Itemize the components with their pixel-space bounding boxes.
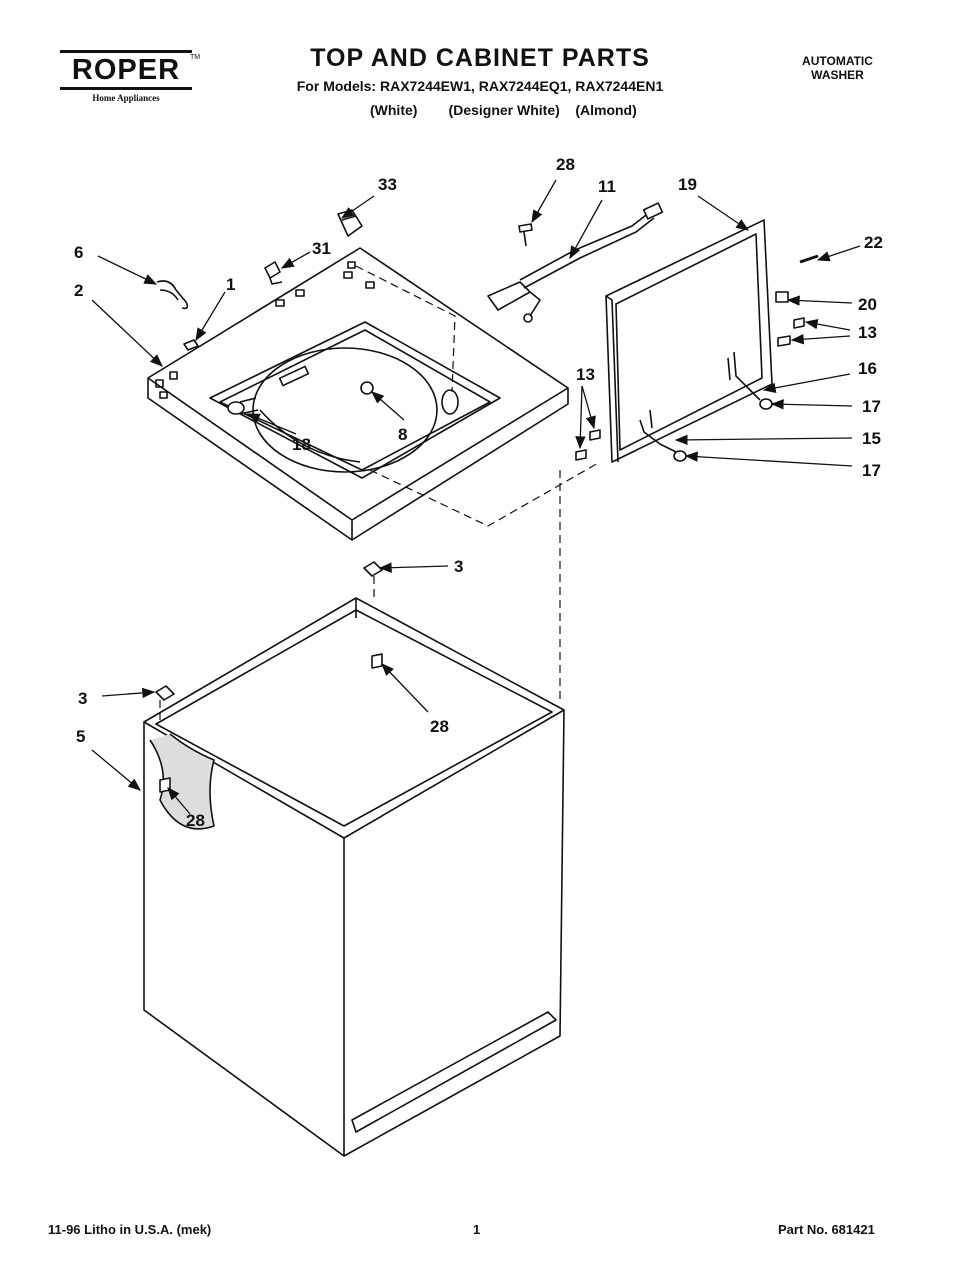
pin-part xyxy=(799,254,819,264)
footer-part-number: Part No. 681421 xyxy=(778,1222,875,1237)
model-colors: (White) (Designer White) (Almond) xyxy=(370,102,637,118)
callout-11: 11 xyxy=(598,177,616,196)
callout-13-right: 13 xyxy=(858,323,877,342)
callout-16: 16 xyxy=(858,359,877,378)
footer-page-number: 1 xyxy=(473,1222,481,1237)
callout-28-low: 28 xyxy=(186,811,205,830)
footer-litho: 11-96 Litho in U.S.A. (mek) xyxy=(48,1222,212,1237)
brand-subtitle: Home Appliances xyxy=(92,93,160,103)
callout-6: 6 xyxy=(74,243,83,262)
callout-22: 22 xyxy=(864,233,883,252)
callout-3-lower: 3 xyxy=(78,689,87,708)
brand-logo: ROPER xyxy=(60,50,192,90)
callout-20: 20 xyxy=(858,295,877,314)
screw-right xyxy=(777,317,805,347)
tub-ring-nut xyxy=(360,381,374,395)
callout-1: 1 xyxy=(226,275,235,294)
model-numbers: For Models: RAX7244EW1, RAX7244EQ1, RAX7… xyxy=(296,78,664,94)
callout-17-lower: 17 xyxy=(862,461,881,480)
callout-17-upper: 17 xyxy=(862,397,881,416)
lid-switch-harness xyxy=(487,202,664,323)
callout-15: 15 xyxy=(862,429,881,448)
callout-28-mid: 28 xyxy=(430,717,449,736)
screw-cabinet-low xyxy=(159,777,171,793)
clip-cabinet-lower xyxy=(155,685,175,701)
callout-19: 19 xyxy=(678,175,697,194)
wire-harness-upper xyxy=(727,351,761,401)
callout-8: 8 xyxy=(398,425,407,444)
screw-top xyxy=(518,223,533,247)
hinge-part xyxy=(337,209,363,237)
brand-trademark: TM xyxy=(190,54,201,61)
clip-part xyxy=(264,261,283,285)
callout-13-left: 13 xyxy=(576,365,595,384)
product-type: AUTOMATIC WASHER xyxy=(780,54,895,82)
screw-cabinet-mid xyxy=(371,653,383,669)
hose-cap-lower xyxy=(673,450,687,462)
callout-leaders xyxy=(91,179,861,815)
callout-33: 33 xyxy=(378,175,397,194)
product-type-line: WASHER xyxy=(811,68,864,82)
alignment-lines xyxy=(159,265,601,720)
screw-left xyxy=(575,429,601,461)
washer-top-panel xyxy=(147,247,569,541)
callout-18: 18 xyxy=(292,435,311,454)
callout-3-upper: 3 xyxy=(454,557,463,576)
product-type-line: AUTOMATIC xyxy=(802,54,873,68)
hose-cap-upper xyxy=(759,398,773,410)
clip-cabinet-upper xyxy=(363,561,383,577)
callout-2: 2 xyxy=(74,281,83,300)
callout-28-top: 28 xyxy=(556,155,575,174)
bracket-part xyxy=(156,280,189,310)
wire-harness-lower xyxy=(639,409,677,453)
cabinet xyxy=(143,597,565,1157)
fill-nozzle xyxy=(227,397,259,415)
grommet-part xyxy=(183,339,199,351)
callout-31: 31 xyxy=(312,239,331,258)
page-title: TOP AND CABINET PARTS xyxy=(310,44,650,72)
callout-5: 5 xyxy=(76,727,85,746)
console-rear-panel xyxy=(605,219,789,463)
